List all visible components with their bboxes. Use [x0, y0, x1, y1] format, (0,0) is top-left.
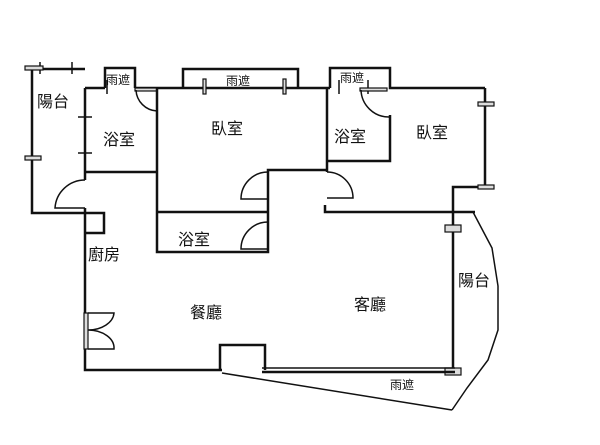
room-label-bedroom-right: 臥室 — [416, 123, 449, 142]
wall-bedroom-right — [444, 88, 495, 376]
rain-shade-label: 雨遮 — [106, 73, 131, 87]
wall-bottom — [218, 343, 455, 411]
wall-top — [85, 66, 485, 95]
room-label-bath-center: 浴室 — [178, 230, 211, 249]
room-label-bath-right: 浴室 — [334, 127, 367, 146]
rain-shade-label: 雨遮 — [390, 378, 415, 392]
room-label-balcony-right: 陽台 — [458, 271, 491, 290]
rain-shade-label: 雨遮 — [226, 74, 251, 88]
wall-bath-right — [325, 88, 392, 172]
wall-center — [85, 88, 475, 254]
room-label-bedroom-main: 臥室 — [211, 119, 244, 138]
room-label-living: 客廳 — [354, 295, 387, 314]
wall-balcony-left — [24, 62, 92, 215]
room-label-kitchen: 廚房 — [88, 245, 121, 264]
rain-shade-label: 雨遮 — [340, 71, 365, 85]
wall-kitchen — [54, 88, 222, 372]
room-label-dining: 餐廳 — [190, 303, 223, 322]
room-label-bath-left: 浴室 — [103, 130, 136, 149]
room-label-balcony-left: 陽台 — [37, 92, 70, 111]
wall-balcony-right — [451, 211, 499, 411]
